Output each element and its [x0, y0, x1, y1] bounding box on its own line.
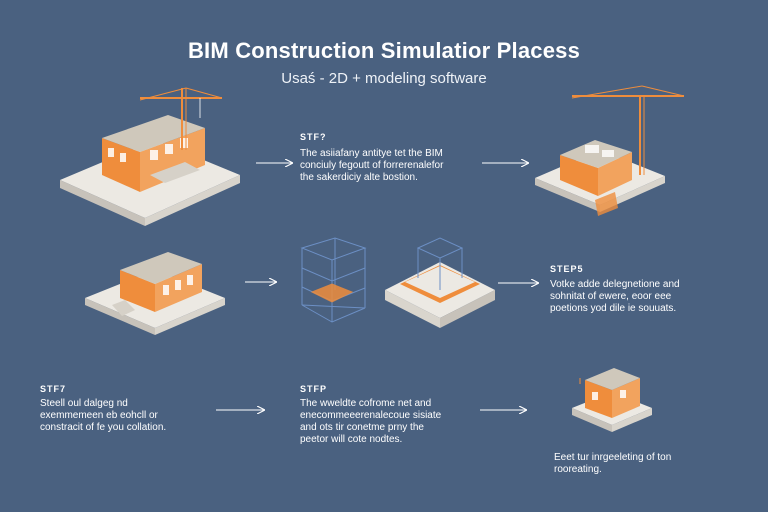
- step-description: Steell oul dalgeg nd exemmemeen eb eohcl…: [40, 398, 167, 433]
- diagram-subtitle: Usaś - 2D + modeling software: [281, 70, 487, 87]
- building-model-3: [85, 252, 225, 335]
- building-under-construction-2: [535, 85, 685, 216]
- step-label: STF?: [300, 132, 327, 142]
- final-caption: Eeet tur inrgeeleting of ton rooreating.: [554, 452, 672, 475]
- diagram-title: BIM Construction Simulatior Placess: [187, 38, 581, 63]
- wireframe-bim-model: [300, 237, 367, 323]
- step-description: The wweldte cofrome net and enecommeeere…: [300, 398, 442, 445]
- step-description: Votke adde delegnetione and sohnitat of …: [550, 279, 680, 314]
- step-description: The asiiafany antitye tet the BIM conciu…: [300, 148, 444, 183]
- foundation-slab-model: [385, 237, 495, 328]
- step-label: STF7: [40, 384, 67, 394]
- building-under-construction-1: [60, 87, 240, 226]
- step-label: STEP5: [550, 264, 584, 274]
- step-label: STFP: [300, 384, 328, 394]
- completed-building: [572, 368, 652, 432]
